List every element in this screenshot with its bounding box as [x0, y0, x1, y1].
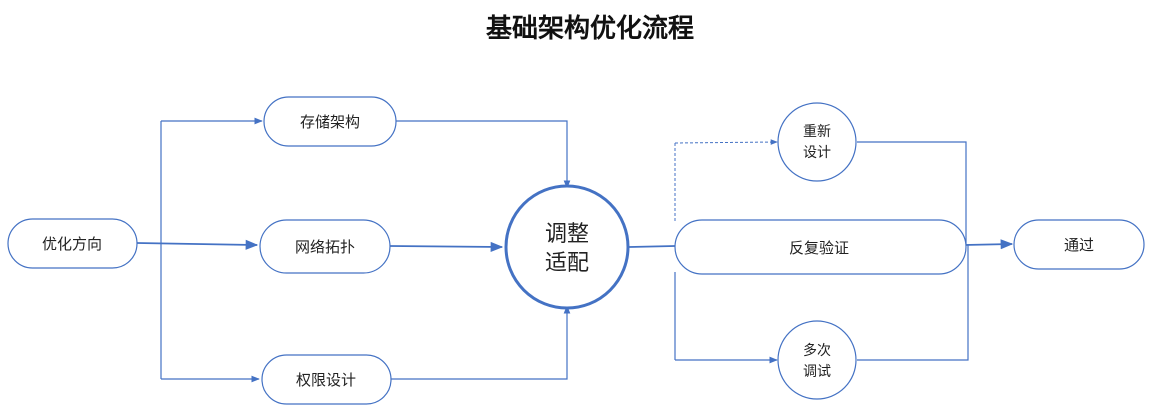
edge-verify-pass — [963, 239, 1014, 250]
edge-start-network — [136, 239, 259, 250]
edge-debug-merge — [857, 245, 969, 361]
node-permission[interactable]: 权限设计 — [261, 354, 392, 405]
node-redesign-label-line2: 设计 — [803, 145, 831, 161]
node-debug-label-line2: 调试 — [803, 364, 831, 380]
connectors — [136, 117, 1014, 383]
node-permission-label: 权限设计 — [296, 371, 356, 389]
edge-storage-center — [396, 120, 571, 189]
edge-to-redesign — [674, 139, 778, 145]
node-verify-label: 反复验证 — [789, 239, 849, 257]
node-center-label-line1: 调整 — [545, 222, 589, 247]
node-redesign-label-line1: 重新 — [803, 124, 831, 140]
edge-redesign-merge — [857, 141, 967, 245]
node-debug[interactable]: 多次 调试 — [777, 320, 857, 400]
node-center-label-line2: 适配 — [545, 251, 589, 276]
node-network-label: 网络拓扑 — [295, 238, 355, 256]
edge-network-center — [389, 241, 504, 252]
diagram-title: 基础架构优化流程 — [486, 14, 694, 44]
node-storage-label: 存储架构 — [300, 113, 360, 131]
node-debug-label-line1: 多次 — [803, 342, 831, 359]
node-storage[interactable]: 存储架构 — [263, 96, 397, 147]
node-network[interactable]: 网络拓扑 — [259, 219, 391, 274]
edge-permission-center — [391, 305, 571, 380]
edge-center-verify — [628, 245, 676, 248]
node-pass[interactable]: 通过 — [1013, 219, 1145, 270]
node-pass-label: 通过 — [1064, 236, 1094, 254]
node-redesign[interactable]: 重新 设计 — [777, 102, 857, 182]
node-verify[interactable]: 反复验证 — [674, 219, 967, 275]
node-start[interactable]: 优化方向 — [7, 218, 138, 269]
node-start-label: 优化方向 — [42, 235, 102, 253]
node-center[interactable]: 调整 适配 — [504, 184, 630, 310]
